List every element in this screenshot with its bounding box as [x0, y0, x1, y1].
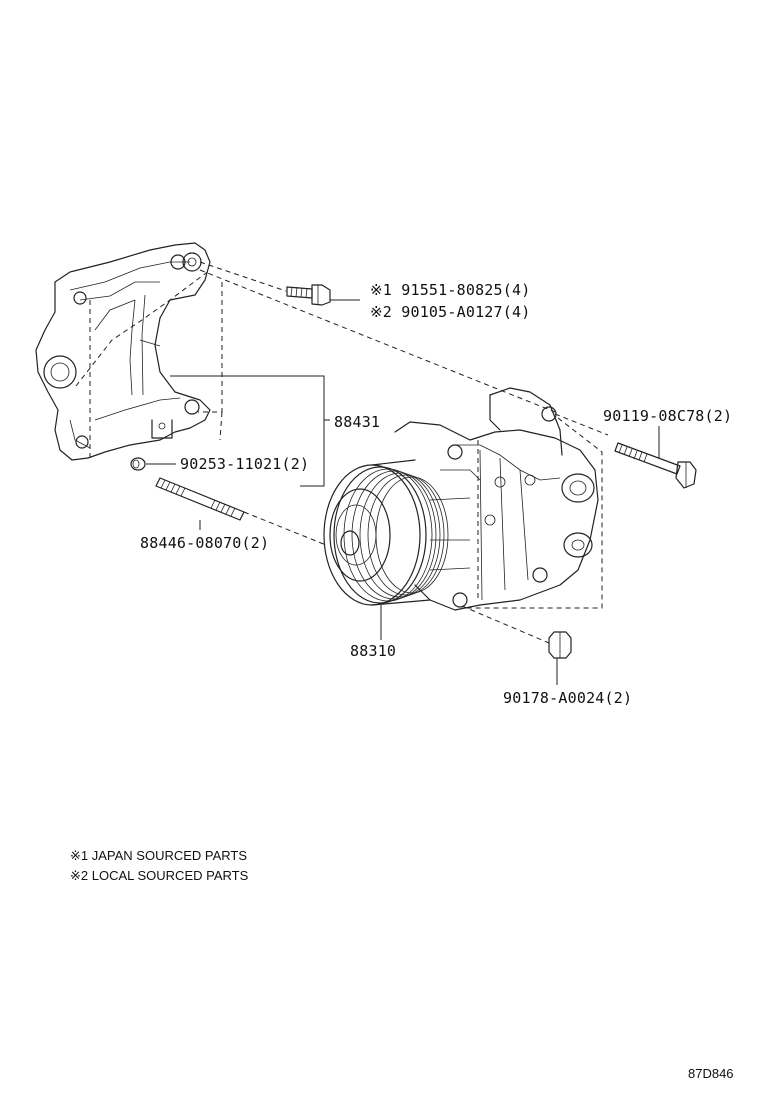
stud-bolt	[155, 477, 245, 521]
callout-bolt-local: ※2 90105-A0127(4)	[370, 303, 530, 321]
ac-compressor	[323, 387, 599, 611]
compressor-bracket	[35, 242, 211, 461]
callout-pin: 90253-11021(2)	[180, 455, 309, 473]
assembly-lines	[75, 261, 609, 644]
callout-stud: 88446-08070(2)	[140, 534, 269, 552]
compressor-bolt	[614, 442, 697, 489]
dowel-pin	[130, 457, 146, 471]
callout-compressor: 88310	[350, 642, 396, 660]
callout-compressor-bolt: 90119-08C78(2)	[603, 407, 732, 425]
callout-nut: 90178-A0024(2)	[503, 689, 632, 707]
note-local-sourced: ※2 LOCAL SOURCED PARTS	[70, 868, 249, 883]
figure-code: 87D846	[688, 1066, 734, 1081]
bracket-bolt	[286, 284, 331, 306]
note-japan-sourced: ※1 JAPAN SOURCED PARTS	[70, 848, 247, 863]
flange-nut	[548, 631, 572, 659]
leader-lines	[146, 299, 660, 685]
callout-bolt-japan: ※1 91551-80825(4)	[370, 281, 530, 299]
callout-bracket: 88431	[334, 413, 380, 431]
